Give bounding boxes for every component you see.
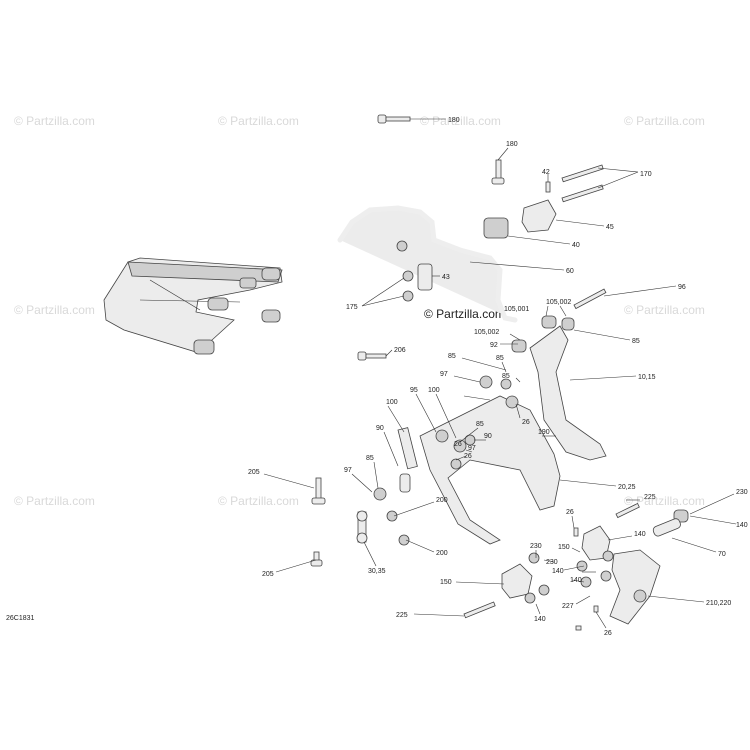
callout-label: 140 <box>552 568 564 575</box>
callout-label: 26 <box>464 453 472 460</box>
callout-label: 26 <box>522 419 530 426</box>
callout-label: 190 <box>538 429 550 436</box>
watermark-text: © Partzilla.com <box>624 114 705 128</box>
callout-label: 20,25 <box>618 484 636 491</box>
callout-label: 92 <box>490 342 498 349</box>
callout-label: 26 <box>566 509 574 516</box>
callout-label: 140 <box>534 616 546 623</box>
callout-label: 150 <box>558 544 570 551</box>
callout-label: 30,35 <box>368 568 386 575</box>
diagram-code: 26C1831 <box>6 615 35 622</box>
callout-label: 70 <box>718 551 726 558</box>
callout-label: 230 <box>546 559 558 566</box>
callout-label: 97 <box>468 445 476 452</box>
callout-label: 42 <box>542 169 550 176</box>
callout-label: 200 <box>436 497 448 504</box>
watermark-text: © Partzilla.com <box>218 114 299 128</box>
callout-label: 206 <box>394 347 406 354</box>
callout-label: 175 <box>346 304 358 311</box>
callout-label: 95 <box>410 387 418 394</box>
callout-label: 105,001 <box>504 306 529 313</box>
watermarks: © Partzilla.com © Partzilla.com © Partzi… <box>14 114 705 508</box>
callout-label: 205 <box>248 469 260 476</box>
callout-label: 200 <box>436 550 448 557</box>
callout-label: 26 <box>604 630 612 637</box>
overview-assembly-illustration <box>103 257 283 355</box>
callout-label: 227 <box>562 603 574 610</box>
watermark-text: © Partzilla.com <box>624 494 705 508</box>
callout-label: 43 <box>442 274 450 281</box>
callout-label: 100 <box>428 387 440 394</box>
callout-label: 85 <box>496 355 504 362</box>
callout-label: 10,15 <box>638 374 656 381</box>
callout-label: 45 <box>606 224 614 231</box>
callout-label: 85 <box>632 338 640 345</box>
watermark-text: © Partzilla.com <box>14 494 95 508</box>
callout-label: 40 <box>572 242 580 249</box>
watermark-text: © Partzilla.com <box>14 303 95 317</box>
callout-label: 140 <box>570 577 582 584</box>
watermark-text: © Partzilla.com <box>14 114 95 128</box>
callout-label: 170 <box>640 171 652 178</box>
callout-label: 180 <box>506 141 518 148</box>
callout-label: 230 <box>736 489 748 496</box>
callout-label: 150 <box>440 579 452 586</box>
callout-label: 85 <box>366 455 374 462</box>
callout-label: 85 <box>448 353 456 360</box>
callout-label: 100 <box>386 399 398 406</box>
watermark-text: © Partzilla.com <box>420 114 501 128</box>
callout-label: 205 <box>262 571 274 578</box>
callout-label: 225 <box>644 494 656 501</box>
callout-label: 60 <box>566 268 574 275</box>
callout-label: 85 <box>476 421 484 428</box>
callout-label: 85 <box>502 373 510 380</box>
partzilla-logo: © Partzilla.com <box>424 307 505 321</box>
callout-label: 140 <box>634 531 646 538</box>
callout-label: 230 <box>530 543 542 550</box>
callout-label: 96 <box>678 284 686 291</box>
callout-label: 105,002 <box>546 299 571 306</box>
callout-label: 26 <box>454 441 462 448</box>
callout-label: 140 <box>736 522 748 529</box>
callout-label: 90 <box>484 433 492 440</box>
callout-label: 90 <box>376 425 384 432</box>
callout-label: 225 <box>396 612 408 619</box>
watermark-text: © Partzilla.com <box>624 303 705 317</box>
callout-label: 180 <box>448 117 460 124</box>
callout-labels: 180 180 42 170 45 40 60 43 175 96 105,00… <box>248 117 748 637</box>
callout-label: 105,002 <box>474 329 499 336</box>
watermark-text: © Partzilla.com <box>218 494 299 508</box>
parts-illustration <box>310 114 689 631</box>
callout-label: 97 <box>440 371 448 378</box>
callout-label: 210,220 <box>706 600 731 607</box>
leader-lines <box>263 118 737 629</box>
callout-label: 97 <box>344 467 352 474</box>
